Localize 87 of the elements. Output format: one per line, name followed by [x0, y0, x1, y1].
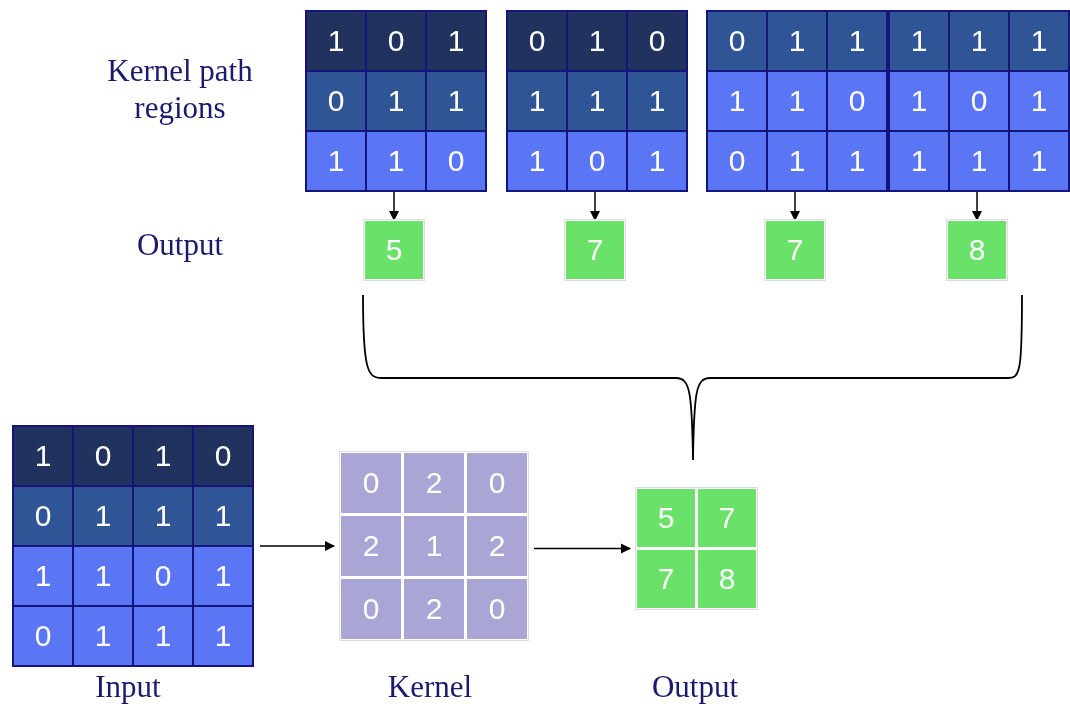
- matrix-cell: 8: [948, 221, 1006, 279]
- matrix-cell: 0: [307, 72, 365, 130]
- matrix-cell: 7: [566, 221, 624, 279]
- matrix-cell: 1: [194, 547, 252, 605]
- matrix-cell: 1: [508, 132, 566, 190]
- arrow: [533, 543, 632, 554]
- matrix-cell: 1: [568, 12, 626, 70]
- matrix-cell: 2: [404, 579, 464, 639]
- matrix-cell: 8: [698, 550, 756, 608]
- arrow: [971, 191, 983, 222]
- matrix-cell: 0: [828, 72, 886, 130]
- matrix-cell: 1: [768, 72, 826, 130]
- matrix-cell: 1: [1010, 132, 1068, 190]
- matrix-cell: 7: [698, 489, 756, 547]
- matrix-grid: [305, 10, 487, 192]
- arrow: [259, 540, 336, 552]
- arrow: [789, 191, 801, 222]
- matrix-grid: [340, 452, 528, 640]
- matrix-cell: 0: [367, 12, 425, 70]
- matrix-cell: 1: [194, 607, 252, 665]
- matrix-grid: [706, 10, 888, 192]
- matrix-grid: [506, 10, 688, 192]
- matrix-cell: 0: [427, 132, 485, 190]
- matrix-cell: 1: [628, 72, 686, 130]
- matrix-cell: 2: [341, 516, 401, 576]
- matrix-cell: 0: [341, 453, 401, 513]
- matrix-grid: [888, 10, 1070, 192]
- row-label: Kernel path regions: [106, 52, 254, 127]
- matrix-cell: 1: [890, 132, 948, 190]
- matrix-caption: Input: [94, 668, 162, 706]
- matrix-cell: 1: [1010, 72, 1068, 130]
- matrix-cell: 1: [427, 72, 485, 130]
- arrow: [589, 191, 601, 222]
- matrix-cell: 0: [467, 453, 527, 513]
- matrix-cell: 1: [134, 427, 192, 485]
- matrix-cell: 0: [14, 607, 72, 665]
- matrix-cell: 1: [708, 72, 766, 130]
- matrix-cell: 1: [950, 12, 1008, 70]
- matrix-cell: 0: [568, 132, 626, 190]
- matrix-caption: Output: [650, 668, 740, 706]
- matrix-cell: 1: [307, 12, 365, 70]
- matrix-cell: 1: [508, 72, 566, 130]
- matrix-cell: 1: [14, 547, 72, 605]
- matrix-cell: 0: [74, 427, 132, 485]
- matrix-cell: 1: [768, 132, 826, 190]
- matrix-cell: 5: [365, 221, 423, 279]
- matrix-grid: [636, 488, 757, 609]
- matrix-grid: [12, 425, 254, 667]
- matrix-cell: 0: [467, 579, 527, 639]
- matrix-cell: 0: [708, 12, 766, 70]
- matrix-cell: 1: [14, 427, 72, 485]
- arrow: [388, 191, 400, 222]
- matrix-cell: 1: [74, 607, 132, 665]
- matrix-cell: 1: [74, 487, 132, 545]
- matrix-cell: 1: [404, 516, 464, 576]
- matrix-cell: 1: [134, 487, 192, 545]
- matrix-cell: 2: [404, 453, 464, 513]
- matrix-cell: 0: [628, 12, 686, 70]
- matrix-cell: 2: [467, 516, 527, 576]
- matrix-cell: 0: [508, 12, 566, 70]
- matrix-cell: 1: [194, 487, 252, 545]
- matrix-cell: 0: [341, 579, 401, 639]
- matrix-cell: 1: [367, 132, 425, 190]
- matrix-cell: 1: [828, 12, 886, 70]
- matrix-caption: Kernel: [386, 668, 474, 706]
- matrix-cell: 1: [568, 72, 626, 130]
- matrix-cell: 1: [307, 132, 365, 190]
- matrix-cell: 5: [637, 489, 695, 547]
- matrix-cell: 1: [828, 132, 886, 190]
- matrix-cell: 7: [766, 221, 824, 279]
- matrix-cell: 0: [134, 547, 192, 605]
- row-label: Output: [135, 226, 225, 264]
- matrix-cell: 1: [768, 12, 826, 70]
- matrix-cell: 1: [890, 72, 948, 130]
- matrix-cell: 1: [950, 132, 1008, 190]
- matrix-cell: 0: [708, 132, 766, 190]
- matrix-cell: 0: [950, 72, 1008, 130]
- matrix-cell: 1: [427, 12, 485, 70]
- matrix-cell: 1: [628, 132, 686, 190]
- matrix-cell: 7: [637, 550, 695, 608]
- matrix-cell: 1: [74, 547, 132, 605]
- matrix-cell: 1: [367, 72, 425, 130]
- matrix-cell: 0: [14, 487, 72, 545]
- matrix-cell: 1: [890, 12, 948, 70]
- matrix-cell: 1: [1010, 12, 1068, 70]
- matrix-cell: 1: [134, 607, 192, 665]
- matrix-cell: 0: [194, 427, 252, 485]
